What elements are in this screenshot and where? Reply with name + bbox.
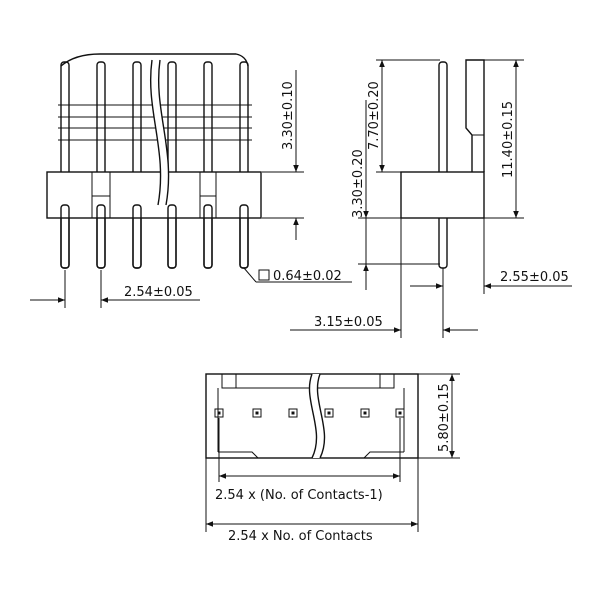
dim-inner-span: 2.54 x (No. of Contacts-1) — [215, 488, 383, 503]
top-break-mark — [309, 374, 325, 458]
contact-1 — [214, 408, 224, 418]
contact-2 — [252, 408, 262, 418]
dim-upper-pin: 7.70±0.20 — [367, 81, 382, 150]
side-view: 7.70±0.20 3.30±0.20 11.40±0.15 2.55±0.05… — [290, 59, 572, 338]
side-housing — [400, 171, 485, 219]
contact-4 — [324, 408, 334, 418]
top-view: 5.80±0.15 2.54 x (No. of Contacts-1) 2.5… — [205, 373, 460, 544]
dim-body-height: 5.80±0.15 — [437, 383, 452, 452]
dim-pin-length-top: 3.30±0.10 — [281, 81, 296, 150]
dim-total-height: 11.40±0.15 — [501, 101, 516, 178]
dim-pitch: 2.54±0.05 — [124, 285, 193, 300]
dim-pin-offset: 2.55±0.05 — [500, 270, 569, 285]
front-top-outline — [60, 53, 249, 67]
square-symbol — [258, 269, 270, 281]
dim-pin-square: 0.64±0.02 — [273, 269, 342, 284]
front-housing — [46, 171, 262, 219]
front-break-mark — [150, 60, 169, 205]
contact-6 — [395, 408, 405, 418]
pin-6 — [239, 61, 249, 269]
top-contacts — [214, 408, 405, 418]
pin-3 — [132, 61, 142, 269]
side-pin — [438, 61, 448, 269]
dim-overall-span: 2.54 x No. of Contacts — [228, 529, 373, 544]
pin-5 — [203, 61, 213, 269]
pin-1 — [60, 61, 70, 269]
side-latch — [465, 59, 485, 172]
contact-3 — [288, 408, 298, 418]
dim-body-depth: 3.15±0.05 — [314, 315, 383, 330]
front-view: 3.30±0.10 0.64±0.02 2.54±0.05 — [30, 53, 352, 308]
pin-2 — [96, 61, 106, 269]
pin-4 — [167, 61, 177, 269]
contact-5 — [360, 408, 370, 418]
dim-lower-pin: 3.30±0.20 — [351, 149, 366, 218]
